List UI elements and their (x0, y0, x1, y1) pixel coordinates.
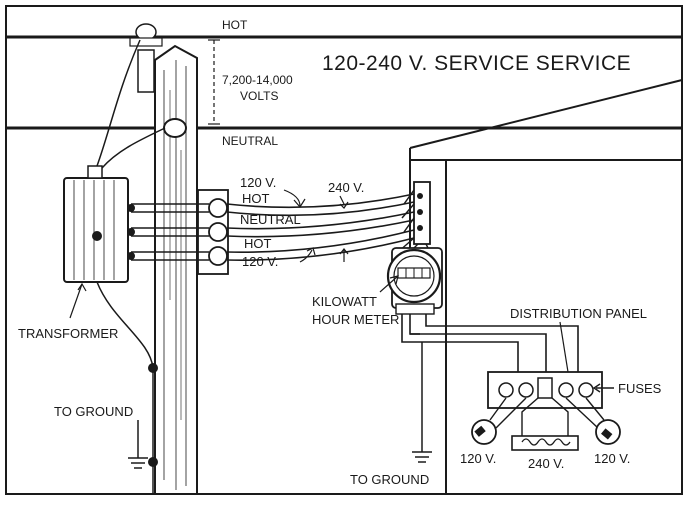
lamp-right (595, 419, 621, 445)
label-hour-meter: HOUR METER (312, 312, 399, 327)
top-insulator (129, 23, 163, 93)
leader-lines (69, 275, 569, 373)
label-volts: VOLTS (240, 89, 278, 103)
label-fuses: FUSES (618, 381, 662, 396)
label-neutral-top: NEUTRAL (222, 134, 278, 148)
label-to-ground-left: TO GROUND (54, 404, 133, 419)
lamp-left (471, 419, 497, 445)
secondary-drops (131, 203, 209, 261)
label-120v-a: 120 V. (240, 175, 276, 190)
neutral-lead (101, 127, 166, 169)
label-240v-line: 240 V. (328, 180, 364, 195)
meter-ground (412, 342, 432, 463)
distribution-panel (487, 371, 603, 409)
label-load-120-left: 120 V. (460, 451, 496, 466)
label-voltage-range: 7,200-14,000 (222, 73, 293, 87)
label-load-240: 240 V. (528, 456, 564, 471)
wire-label-arrows (283, 189, 349, 263)
service-drop-wires (226, 193, 415, 261)
ground-clamp-upper (148, 363, 158, 373)
label-neutral-mid: NEUTRAL (240, 212, 301, 227)
label-hot-top: HOT (222, 18, 248, 32)
kilowatt-hour-meter (386, 247, 443, 315)
house-outline (409, 79, 683, 494)
transformer (63, 165, 135, 283)
label-transformer: TRANSFORMER (18, 326, 118, 341)
label-load-120-right: 120 V. (594, 451, 630, 466)
pole-ground (96, 281, 154, 494)
panel-feed-conduits (401, 314, 579, 382)
label-distribution-panel: DISTRIBUTION PANEL (510, 306, 647, 321)
fuses-arrow (592, 383, 614, 393)
primary-lead (96, 39, 141, 167)
label-hot-a: HOT (242, 191, 270, 206)
label-hot-b: HOT (244, 236, 272, 251)
label-kilowatt: KILOWATT (312, 294, 377, 309)
label-120v-b: 120 V. (242, 254, 278, 269)
voltage-bracket (208, 39, 220, 125)
ground-clamp-lower (148, 457, 158, 467)
load-circuit-wires (489, 397, 605, 440)
utility-pole (154, 44, 198, 495)
heater-240v (511, 435, 579, 451)
label-to-ground-right: TO GROUND (350, 472, 429, 487)
neutral-clamp (163, 118, 187, 138)
diagram-title: 120-240 V. SERVICE SERVICE (322, 52, 631, 75)
secondary-rack (197, 189, 229, 275)
